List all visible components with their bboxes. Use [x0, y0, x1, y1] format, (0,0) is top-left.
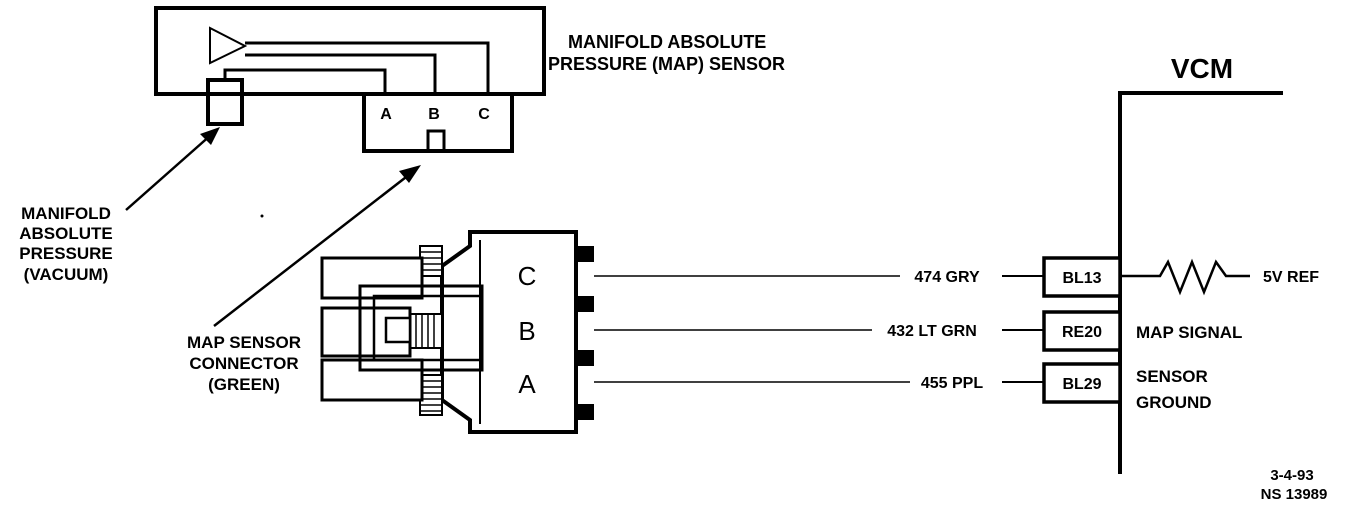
- wire-label-474: 474 GRY: [914, 269, 980, 286]
- connector-label: MAP SENSOR CONNECTOR (GREEN): [187, 333, 301, 394]
- vacuum-label: MANIFOLD ABSOLUTE PRESSURE (VACUUM): [19, 204, 113, 284]
- terminal-lug-2: [576, 296, 594, 312]
- terminal-bl29-label: BL29: [1062, 376, 1101, 393]
- wire-432: 432 LT GRN: [594, 323, 1044, 340]
- terminal-lug-1: [576, 246, 594, 262]
- amplifier-triangle: [209, 26, 248, 65]
- terminal-lug-4: [576, 404, 594, 420]
- vacuum-arrow-head: [200, 127, 220, 145]
- map-sensor: A B C: [154, 6, 546, 153]
- lock-tab-bottom: [320, 358, 424, 402]
- vacuum-label-line3: PRESSURE: [19, 244, 113, 263]
- wire-label-432: 432 LT GRN: [887, 323, 977, 340]
- sensor-title-line1: MANIFOLD ABSOLUTE: [568, 32, 766, 52]
- wire-474: 474 GRY: [594, 269, 1044, 286]
- cavity-b: B: [518, 316, 535, 346]
- speck: [260, 214, 264, 218]
- internal-trace-c: [245, 41, 490, 94]
- sensor-pin-c: C: [478, 106, 490, 123]
- vcm-title: VCM: [1171, 53, 1233, 84]
- terminal-re20-label: RE20: [1062, 324, 1102, 341]
- connector-body: [440, 230, 578, 434]
- pullup-resistor: [1120, 258, 1250, 296]
- terminal-lug-3: [576, 350, 594, 366]
- lock-tab-top: [320, 256, 424, 300]
- vacuum-port: [206, 78, 244, 126]
- internal-trace-b: [245, 53, 437, 94]
- vacuum-arrow-line: [125, 133, 213, 211]
- vcm: VCM BL13 RE20 BL29 5V REF MAP SIGNAL SEN…: [1042, 53, 1319, 474]
- internal-trace-a: [223, 68, 387, 94]
- connector-label-line3: (GREEN): [208, 375, 280, 394]
- sensor-title-line2: PRESSURE (MAP) SENSOR: [548, 54, 785, 74]
- cavity-c: C: [518, 261, 537, 291]
- terminal-bl13-label: BL13: [1062, 270, 1101, 287]
- circuit-map-signal: MAP SIGNAL: [1136, 323, 1242, 342]
- wire-coil-middle: [409, 313, 443, 349]
- footer-code: NS 13989: [1261, 486, 1328, 503]
- connector-label-line1: MAP SENSOR: [187, 333, 301, 352]
- wire-455: 455 PPL: [594, 375, 1044, 392]
- sensor-key: [426, 129, 446, 153]
- sensor-housing: [154, 6, 546, 96]
- connector-label-line2: CONNECTOR: [189, 354, 298, 373]
- sensor-pin-b: B: [428, 106, 440, 123]
- lock-frame-inner: [372, 294, 484, 362]
- connector-arrow-head: [399, 165, 421, 183]
- cavity-a: A: [518, 369, 536, 399]
- footer-date: 3-4-93: [1270, 467, 1313, 484]
- terminal-bl13: [1042, 256, 1122, 298]
- terminal-bl29: [1042, 362, 1122, 404]
- lock-latch: [384, 316, 412, 344]
- vacuum-label-line4: (VACUUM): [24, 265, 109, 284]
- vacuum-label-line2: ABSOLUTE: [19, 224, 113, 243]
- circuit-5v-ref: 5V REF: [1263, 269, 1319, 286]
- sensor-pin-a: A: [380, 106, 392, 123]
- connector-arrow-line: [213, 173, 411, 327]
- circuit-sensor-ground-line1: SENSOR: [1136, 367, 1208, 386]
- terminal-re20: [1042, 310, 1122, 352]
- circuit-sensor-ground-line2: GROUND: [1136, 393, 1212, 412]
- harness-connector: C B A: [320, 230, 594, 434]
- wire-label-455: 455 PPL: [921, 375, 983, 392]
- vacuum-label-line1: MANIFOLD: [21, 204, 111, 223]
